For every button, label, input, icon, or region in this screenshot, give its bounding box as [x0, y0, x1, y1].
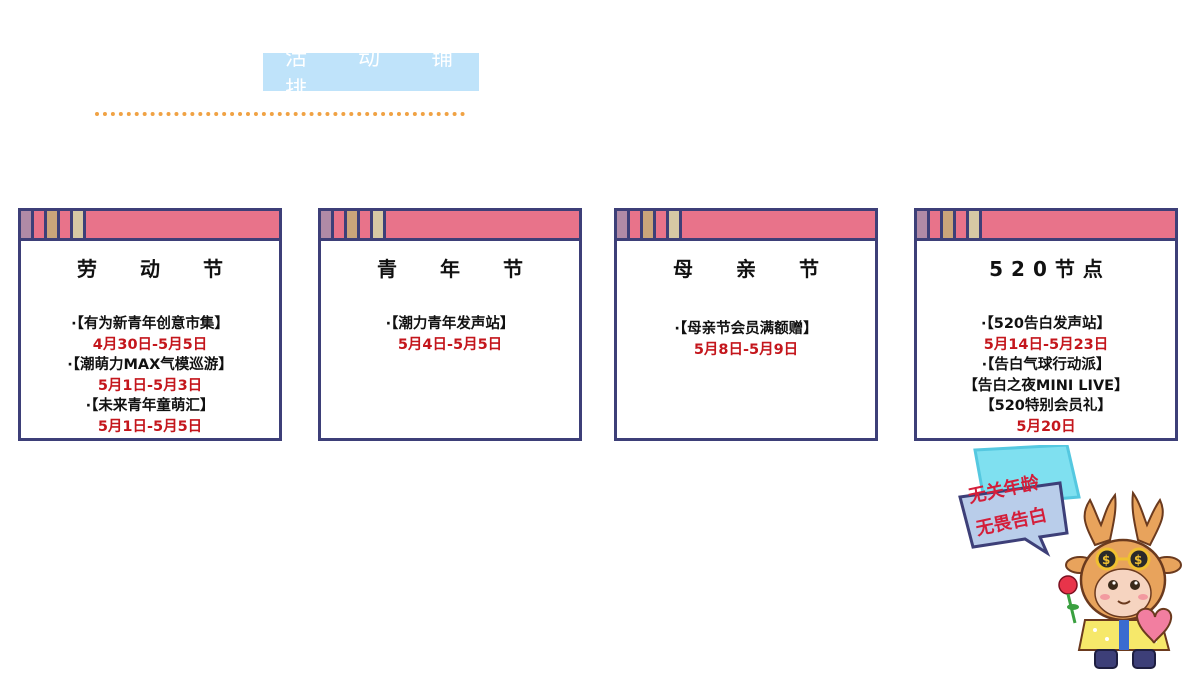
svg-text:$: $ [1102, 553, 1110, 567]
sunglasses: $ $ [1095, 547, 1151, 571]
card-body: ·【潮力青年发声站】 5月4日-5月5日 [321, 314, 579, 355]
event-name: ·【母亲节会员满额赠】 [674, 321, 818, 337]
event-date: 5月1日-5月5日 [97, 418, 203, 435]
event-name: ·【潮力青年发声站】 [385, 316, 515, 332]
event-name: 【520特别会员礼】 [980, 398, 1112, 414]
card-header [917, 211, 1175, 241]
event-date: 5月1日-5月3日 [97, 377, 203, 394]
event-name: 【告白之夜MINI LIVE】 [963, 377, 1129, 394]
event-name: ·【告白气球行动派】 [981, 357, 1111, 373]
card-body: ·【母亲节会员满额赠】 5月8日-5月9日 [617, 319, 875, 360]
card-body: ·【有为新青年创意市集】 4月30日-5月5日 ·【潮萌力MAX气模巡游】 5月… [21, 314, 279, 437]
svg-text:$: $ [1134, 553, 1142, 567]
event-date: 5月8日-5月9日 [693, 341, 799, 358]
card-title: 劳 动 节 [77, 257, 241, 281]
event-card-mothers-day: 母 亲 节 ·【母亲节会员满额赠】 5月8日-5月9日 [614, 208, 878, 441]
event-name: ·【潮萌力MAX气模巡游】 [67, 357, 233, 373]
card-title: 520节点 [989, 257, 1111, 281]
card-header [617, 211, 875, 241]
card-header [21, 211, 279, 241]
event-date: 4月30日-5月5日 [92, 336, 208, 353]
event-date: 5月4日-5月5日 [397, 336, 503, 353]
deer-mascot-illustration: 无关年龄 无畏告白 $ $ [958, 445, 1182, 669]
heart-icon [1135, 607, 1173, 644]
antlers [1083, 490, 1164, 547]
title-divider [95, 112, 465, 116]
card-body: ·【520告白发声站】 5月14日-5月23日 ·【告白气球行动派】 【告白之夜… [917, 314, 1175, 437]
card-title: 青 年 节 [377, 257, 541, 281]
card-header [321, 211, 579, 241]
event-card-520: 520节点 ·【520告白发声站】 5月14日-5月23日 ·【告白气球行动派】… [914, 208, 1178, 441]
event-name: ·【有为新青年创意市集】 [71, 316, 229, 332]
event-card-labor-day: 劳 动 节 ·【有为新青年创意市集】 4月30日-5月5日 ·【潮萌力MAX气模… [18, 208, 282, 441]
event-date: 5月20日 [1016, 418, 1076, 435]
event-name: ·【520告白发声站】 [980, 316, 1112, 332]
speech-sign: 无关年龄 无畏告白 [958, 445, 1081, 557]
event-name: ·【未来青年童萌汇】 [85, 398, 215, 414]
event-date: 5月14日-5月23日 [983, 336, 1109, 353]
page-title: 活 动 铺 排 [263, 46, 479, 103]
event-card-youth-day: 青 年 节 ·【潮力青年发声站】 5月4日-5月5日 [318, 208, 582, 441]
card-title: 母 亲 节 [673, 257, 837, 281]
rose-icon [1058, 575, 1079, 624]
